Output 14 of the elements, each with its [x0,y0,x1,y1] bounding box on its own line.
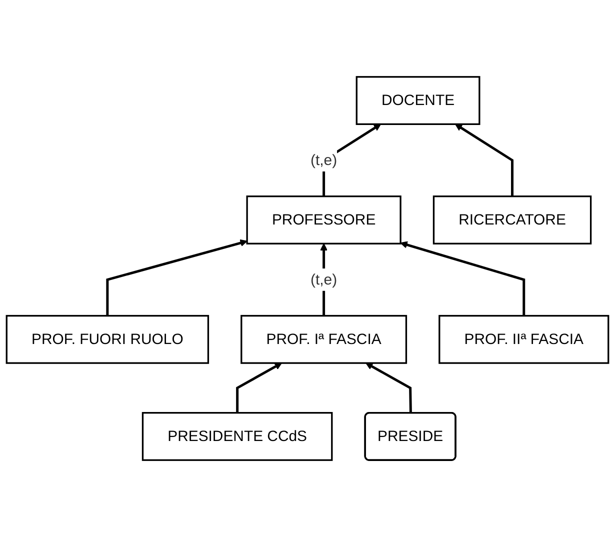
node-box: PROFESSORE [246,196,402,244]
arrow [455,124,514,196]
node-box: PROF. FUORI RUOLO [6,314,210,364]
arrow [236,362,282,413]
node-box: RICERCATORE [432,196,592,244]
edge-label: (t,e) [310,152,338,168]
node-box: DOCENTE [356,76,480,125]
node-box: PROF. IIª FASCIA [438,314,610,364]
node-box: PROF. Iª FASCIA [240,314,408,364]
edge-label: (t,e) [310,270,338,288]
arrow [366,362,412,414]
node-box: PRESIDENTE CCdS [142,412,333,461]
arrow [106,239,248,316]
arrow [400,241,526,316]
